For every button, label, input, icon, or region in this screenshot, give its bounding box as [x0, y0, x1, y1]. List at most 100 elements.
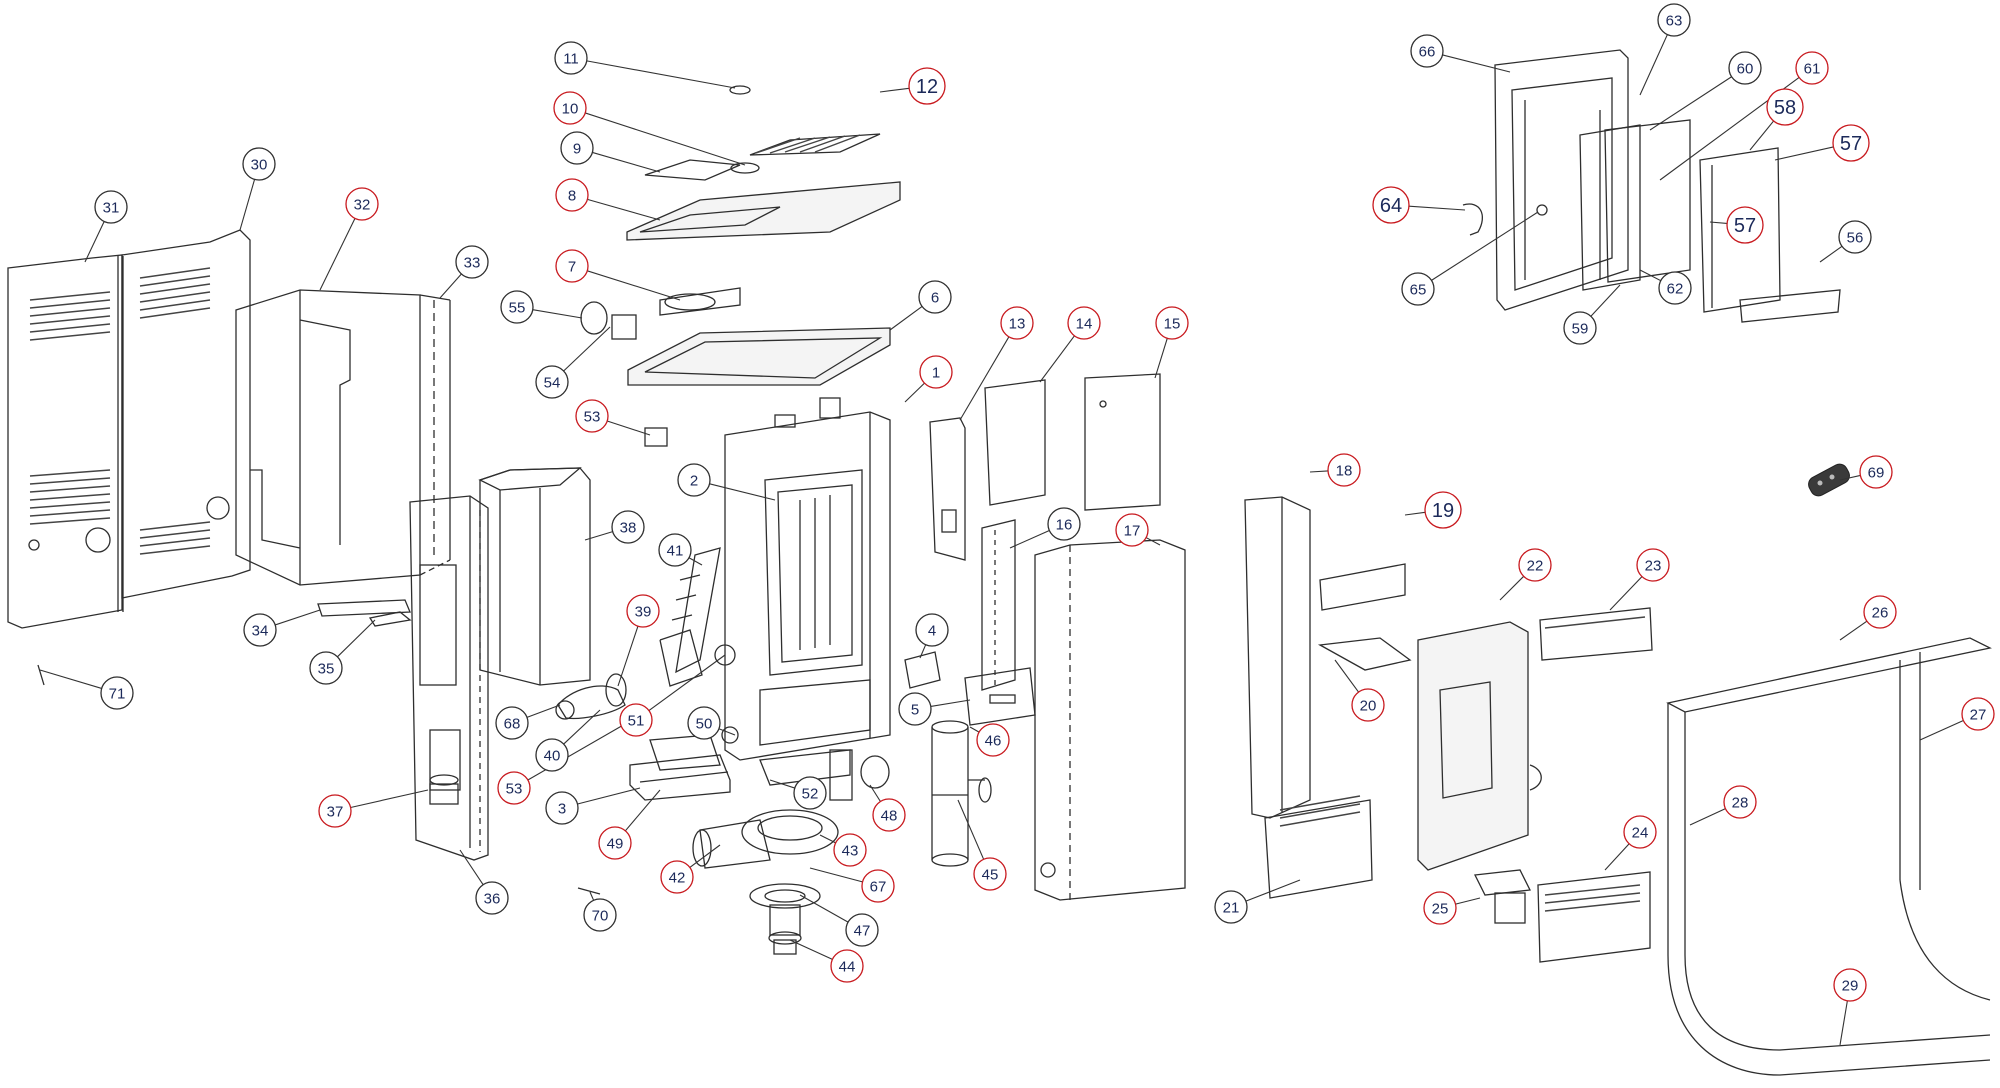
callout-34: 34	[243, 613, 277, 647]
callout-label: 53	[506, 781, 523, 798]
callout-circle	[793, 776, 827, 810]
callout-circle	[598, 826, 632, 860]
leader-line-35	[337, 619, 376, 658]
leader-line-51	[648, 654, 726, 712]
grille-23-slot	[1544, 616, 1646, 629]
leader-line-68	[526, 704, 561, 718]
callout-circle	[915, 613, 949, 647]
callout-label: 61	[1804, 61, 1821, 78]
leader-line-52	[769, 779, 795, 789]
callout-37: 37	[318, 794, 352, 828]
igniter-25	[1474, 869, 1531, 924]
leader-line-43	[819, 834, 836, 844]
leader-line-2	[709, 483, 776, 501]
callout-circle	[1795, 51, 1829, 85]
leader-line-62	[1639, 269, 1662, 282]
leader-line-30	[239, 179, 256, 231]
callout-circle	[345, 187, 379, 221]
leader-line-56	[1819, 245, 1843, 263]
panel-13	[929, 417, 966, 561]
callout-label: 34	[252, 623, 269, 640]
callout-label: 41	[667, 543, 684, 560]
callout-circle	[1518, 548, 1552, 582]
callout-circle	[1401, 272, 1435, 306]
main-body	[724, 397, 891, 761]
bracket-53	[644, 427, 668, 447]
front-rail	[1244, 496, 1373, 899]
callout-16: 16	[1047, 507, 1081, 541]
callout-label: 43	[842, 843, 859, 860]
top-grill	[749, 133, 881, 156]
callout-circle	[545, 791, 579, 825]
leader-line-11	[586, 60, 736, 89]
callout-circle	[1214, 890, 1248, 924]
callout-circle	[1657, 3, 1691, 37]
callout-label: 57	[1840, 133, 1862, 155]
callout-label: 20	[1360, 698, 1377, 715]
callout-71: 71	[100, 676, 134, 710]
callout-circle	[872, 798, 906, 832]
callout-label: 12	[916, 76, 938, 98]
callout-label: 26	[1872, 605, 1889, 622]
callout-54: 54	[535, 365, 569, 399]
callout-39: 39	[626, 594, 660, 628]
callout-label: 40	[544, 748, 561, 765]
callout-42: 42	[660, 860, 694, 894]
callout-label: 57	[1734, 215, 1756, 237]
leader-line-47	[799, 894, 849, 923]
callout-label: 9	[573, 141, 581, 158]
callout-circle	[833, 833, 867, 867]
leader-line-69	[1839, 474, 1861, 481]
callout-circle	[918, 280, 952, 314]
callout-29: 29	[1833, 968, 1867, 1002]
callout-57: 57	[1832, 124, 1870, 162]
fan-cover-hole	[664, 293, 716, 311]
callout-label: 30	[251, 157, 268, 174]
leader-line-37	[350, 789, 429, 809]
callout-label: 25	[1432, 901, 1449, 918]
callout-15: 15	[1155, 306, 1189, 340]
pellet-hopper	[478, 467, 591, 686]
callout-circle	[898, 692, 932, 726]
callout-58: 58	[1766, 88, 1804, 126]
handle-65-screw	[1536, 204, 1548, 216]
callout-label: 5	[911, 702, 919, 719]
callout-label: 14	[1076, 316, 1093, 333]
callout-33: 33	[455, 245, 489, 279]
callout-43: 43	[833, 833, 867, 867]
callout-label: 66	[1419, 44, 1436, 61]
callout-label: 64	[1380, 195, 1402, 217]
callout-25: 25	[1423, 891, 1457, 925]
callout-circle	[976, 723, 1010, 757]
callout-label: 13	[1009, 316, 1026, 333]
callout-circle	[1351, 688, 1385, 722]
leader-line-65	[1431, 211, 1539, 281]
callout-23: 23	[1636, 548, 1670, 582]
callout-label: 62	[1667, 281, 1684, 298]
callout-9: 9	[560, 131, 594, 165]
leader-line-7	[587, 270, 681, 301]
callout-label: 35	[318, 661, 335, 678]
callout-label: 19	[1432, 500, 1454, 522]
leader-line-26	[1839, 620, 1868, 641]
callout-label: 31	[103, 200, 120, 217]
glass-62	[1604, 119, 1691, 283]
callout-56: 56	[1838, 220, 1872, 254]
callout-18: 18	[1327, 453, 1361, 487]
callout-label: 28	[1732, 795, 1749, 812]
callout-40: 40	[535, 738, 569, 772]
callout-label: 45	[982, 867, 999, 884]
leader-lines	[39, 34, 1964, 1046]
leader-line-4	[919, 644, 927, 659]
leader-line-33	[439, 273, 462, 299]
callout-label: 10	[562, 101, 579, 118]
callout-label: 1	[932, 365, 940, 382]
callout-11: 11	[554, 41, 588, 75]
leader-line-18	[1309, 470, 1329, 473]
leader-line-14	[1039, 335, 1075, 383]
part-51	[714, 644, 736, 666]
callout-circle	[845, 913, 879, 947]
